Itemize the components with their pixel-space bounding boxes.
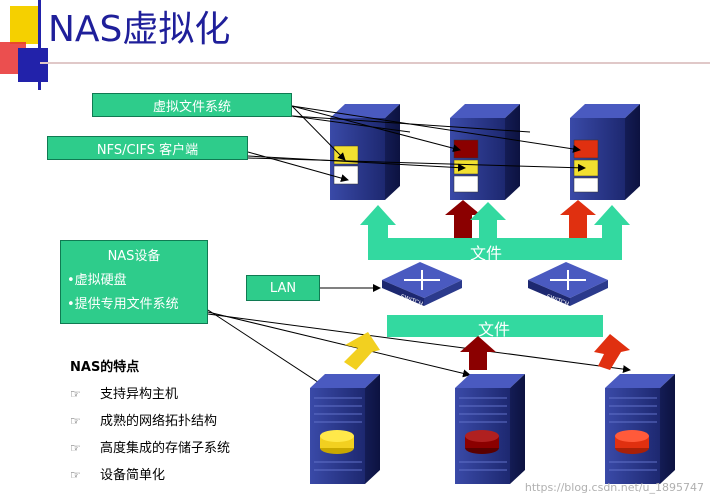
feature-text: 高度集成的存储子系统	[100, 441, 231, 456]
lan-label: LAN	[246, 275, 320, 301]
nas-features: NAS的特点 ☞ 支持异构主机 ☞ 成熟的网络拓扑结构 ☞ 高度集成的存储子系统…	[70, 354, 230, 489]
pointing-hand-icon: ☞	[70, 414, 81, 428]
top-server-3	[570, 104, 640, 200]
feature-item: ☞ 设备简单化	[70, 462, 230, 489]
nfs-cifs-label: NFS/CIFS 客户端	[47, 136, 248, 160]
feature-text: 设备简单化	[100, 468, 166, 483]
feature-item: ☞ 成熟的网络拓扑结构	[70, 408, 230, 435]
nas-device-item: •提供专用文件系统	[67, 297, 179, 312]
file-band-bottom	[344, 315, 630, 370]
pointing-hand-icon: ☞	[70, 387, 81, 401]
switch-2: SWITCH	[528, 262, 608, 308]
page-title: NAS虚拟化	[48, 9, 231, 50]
connector-lines	[207, 105, 631, 391]
bottom-server-1	[310, 374, 380, 484]
file-label-bottom: 文件	[478, 320, 511, 339]
bottom-server-3	[605, 374, 675, 484]
feature-text: 成熟的网络拓扑结构	[100, 414, 218, 429]
top-server-2	[450, 104, 520, 200]
feature-item: ☞ 高度集成的存储子系统	[70, 435, 230, 462]
features-heading: NAS的特点	[70, 360, 140, 375]
switch-1: SWITCH	[382, 262, 462, 308]
file-band-top	[360, 200, 630, 260]
feature-item: ☞ 支持异构主机	[70, 381, 230, 408]
virtual-fs-label: 虚拟文件系统	[92, 93, 292, 117]
pointing-hand-icon: ☞	[70, 468, 81, 482]
pointing-hand-icon: ☞	[70, 441, 81, 455]
corner-decoration	[0, 0, 710, 90]
bottom-server-2	[455, 374, 525, 484]
feature-text: 支持异构主机	[100, 387, 179, 402]
nas-device-title: NAS设备	[107, 249, 161, 264]
file-label-top: 文件	[470, 244, 503, 263]
nas-device-box: NAS设备 •虚拟硬盘 •提供专用文件系统	[60, 240, 208, 324]
nas-device-item: •虚拟硬盘	[67, 273, 127, 288]
watermark: https://blog.csdn.net/u_1895747	[524, 481, 704, 494]
